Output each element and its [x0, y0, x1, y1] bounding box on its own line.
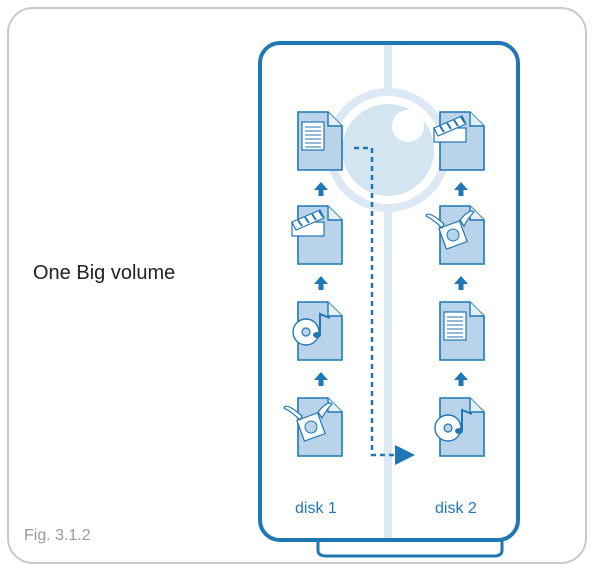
figure-frame [7, 7, 587, 564]
up-arrow-icon [454, 182, 468, 196]
disk-1-label: disk 1 [295, 500, 337, 517]
winged-stamp-icon [425, 205, 485, 265]
disk-2-label: disk 2 [435, 500, 477, 517]
spanning-arrow [354, 146, 415, 465]
film-clapper-icon [433, 111, 485, 171]
diagram-caption: One Big volume [33, 262, 176, 284]
up-arrow-icon [454, 372, 468, 386]
disk-1-file-column [283, 111, 343, 457]
activity-hole [392, 110, 424, 142]
winged-stamp-icon [283, 397, 343, 457]
up-arrow-icon [314, 182, 328, 196]
disk-divider [384, 45, 392, 538]
enclosure-stand [316, 540, 504, 558]
document-icon [297, 111, 343, 171]
up-arrow-icon [314, 372, 328, 386]
up-arrow-icon [454, 276, 468, 290]
music-cd-icon [292, 301, 343, 361]
up-arrow-icon [314, 276, 328, 290]
disk-2-file-column [425, 111, 485, 457]
figure-number: Fig. 3.1.2 [24, 527, 91, 544]
document-icon [439, 301, 485, 361]
music-cd-icon [434, 397, 485, 457]
film-clapper-icon [291, 205, 343, 265]
